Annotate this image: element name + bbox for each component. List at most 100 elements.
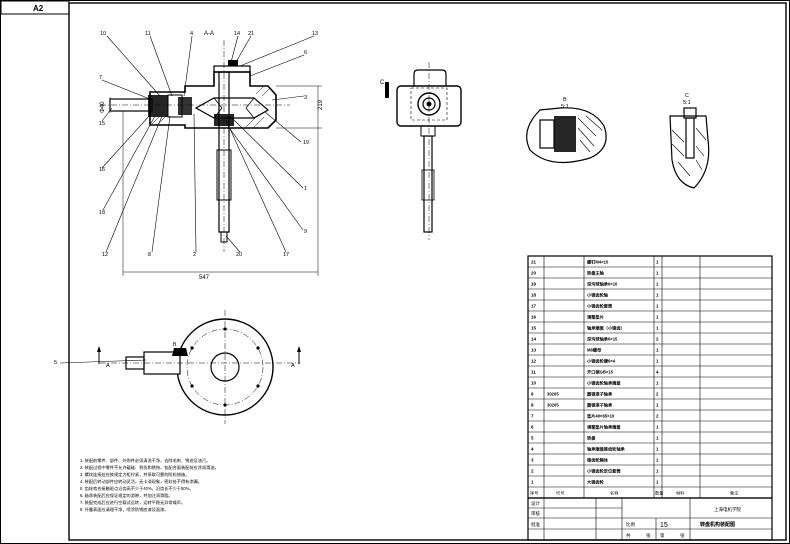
- bom-row-qty: 1: [656, 282, 659, 287]
- bom-row-no: 8: [531, 403, 534, 408]
- bom-row-no: 9: [531, 392, 534, 397]
- gearbox-housing: [149, 71, 277, 129]
- bom-row-name: 深沟球轴承6×15: [587, 336, 618, 343]
- bom-header-remark: 备注: [730, 490, 739, 497]
- bom-row-qty: 2: [656, 337, 659, 342]
- plan-label-b: B: [173, 342, 177, 348]
- plan-callout-5: 5: [54, 360, 57, 366]
- bom-row-no: 19: [531, 282, 537, 287]
- input-bearing: [148, 95, 168, 117]
- bom-row-name: 小锥齿轮套筒: [587, 303, 613, 310]
- dim-diameter: Φ40: [100, 101, 106, 113]
- detail-b-outline: [526, 107, 607, 164]
- bom-row-no: 7: [531, 414, 534, 419]
- bom-row-no: 1: [531, 480, 534, 485]
- footer-sheet-no: 第: [660, 532, 665, 539]
- footer-sheet: 张: [680, 532, 685, 539]
- bom-row-no: 14: [531, 337, 537, 342]
- sheet-number: 15: [660, 522, 668, 529]
- dim-width: 547: [199, 275, 210, 281]
- bom-row-name: 开口销GB×15: [587, 369, 614, 376]
- callout-10: 10: [100, 31, 106, 37]
- bom-row-name: 转盘: [587, 435, 596, 442]
- note-line: 8. 外露表面应清理干净，喷涂防锈底漆及面漆。: [80, 506, 168, 513]
- bom-row-no: 17: [531, 304, 537, 309]
- callout-7: 7: [99, 75, 102, 81]
- bom-row-name: 调整垫片轴承端盖: [587, 424, 621, 431]
- bom-row-no: 13: [531, 348, 537, 353]
- bom-row-no: 21: [531, 260, 537, 265]
- bom-row-no: 16: [531, 315, 537, 320]
- callout-19: 19: [303, 140, 309, 146]
- callout-2: 2: [193, 252, 196, 258]
- bom-row-name: 圆锥滚子轴承: [587, 402, 613, 409]
- bom-row-qty: 1: [656, 304, 659, 309]
- bom-row-qty: 1: [656, 260, 659, 265]
- bom-row-no: 2: [531, 469, 534, 474]
- bom-row-name: 转盘主轴: [587, 270, 604, 277]
- bom-row-no: 15: [531, 326, 537, 331]
- drawing-frame: [68, 2, 787, 541]
- bom-row-qty: 1: [656, 425, 659, 430]
- callout-14: 14: [234, 31, 240, 37]
- top-bearing-cap: [213, 65, 251, 73]
- callout-15: 15: [99, 121, 105, 127]
- bom-header-material: 材料: [676, 490, 685, 497]
- bevel-pinion: [178, 97, 192, 115]
- detail-b-scale: 5:1: [561, 104, 569, 110]
- bom-row-qty: 1: [656, 447, 659, 452]
- bom-row-name: 调整垫片: [587, 314, 604, 321]
- bom-row-qty: 1: [656, 458, 659, 463]
- bom-row-name: 大锥齿轮: [587, 479, 605, 486]
- sheet-size-box: [0, 0, 70, 15]
- bom-row-qty: 4: [656, 370, 659, 375]
- bom-row-no: 20: [531, 271, 537, 276]
- checker-label: 审核: [531, 510, 540, 517]
- bom-row-name: 轴承端盖锥齿轮轴承: [587, 446, 626, 453]
- bom-row-qty: 1: [656, 315, 659, 320]
- bom-row-name: 锥齿轮箱体: [587, 457, 609, 464]
- bom-header-qty: 数量: [655, 490, 663, 497]
- bom-row-qty: 1: [656, 359, 659, 364]
- bom-row-name: 垫片40×65×10: [587, 413, 615, 420]
- bom-header-code: 代号: [556, 490, 564, 497]
- footer-sheets: 张: [646, 532, 651, 539]
- detail-c-title: C: [685, 93, 689, 99]
- title-block: 设计 审核 批准 比例 15 上海电机学院 转盘机构装配图 共 张 第 张: [527, 497, 773, 541]
- bom-row-no: 6: [531, 425, 534, 430]
- side-view-handle: [385, 82, 389, 98]
- drawing-name: 转盘机构装配图: [700, 521, 735, 528]
- bom-row-name: 小锥齿轮轴: [587, 292, 608, 299]
- bom-row-name: 小锥齿轮定位套筒: [587, 468, 621, 475]
- callout-8: 8: [148, 252, 151, 258]
- bom-row-name: 深沟球轴承6×10: [587, 281, 618, 288]
- bom-row-qty: 1: [656, 271, 659, 276]
- plan-view: 5 B A A: [54, 310, 301, 424]
- top-nut: [228, 60, 238, 66]
- bom-row-no: 18: [531, 293, 537, 298]
- bom-row-qty: 1: [656, 469, 659, 474]
- bom-row-no: 12: [531, 359, 537, 364]
- bom-row-name: M8螺母: [587, 347, 602, 354]
- callout-6: 6: [304, 50, 307, 56]
- callout-1: 1: [304, 186, 307, 192]
- callout-18: 18: [99, 210, 105, 216]
- bom-row-no: 3: [531, 458, 534, 463]
- detail-b: B 5:1: [526, 97, 607, 164]
- callout-13: 13: [312, 31, 318, 37]
- bom-row-code: 30205: [547, 392, 559, 397]
- side-view: C: [380, 62, 462, 240]
- bom-row-qty: 1: [656, 381, 659, 386]
- section-title: A-A: [204, 31, 214, 37]
- bom-row-no: 11: [531, 370, 536, 375]
- school-name: 上海电机学院: [714, 506, 741, 513]
- bom-row-no: 10: [531, 381, 537, 386]
- sheet-size-label: A2: [33, 4, 44, 13]
- bom-row-qty: 1: [656, 326, 659, 331]
- bom-row-name: 圆锥滚子轴承: [587, 391, 613, 398]
- bom-row-qty: 2: [656, 414, 659, 419]
- bom-row-qty: 1: [656, 403, 659, 408]
- detail-c: C 5:1: [669, 93, 710, 189]
